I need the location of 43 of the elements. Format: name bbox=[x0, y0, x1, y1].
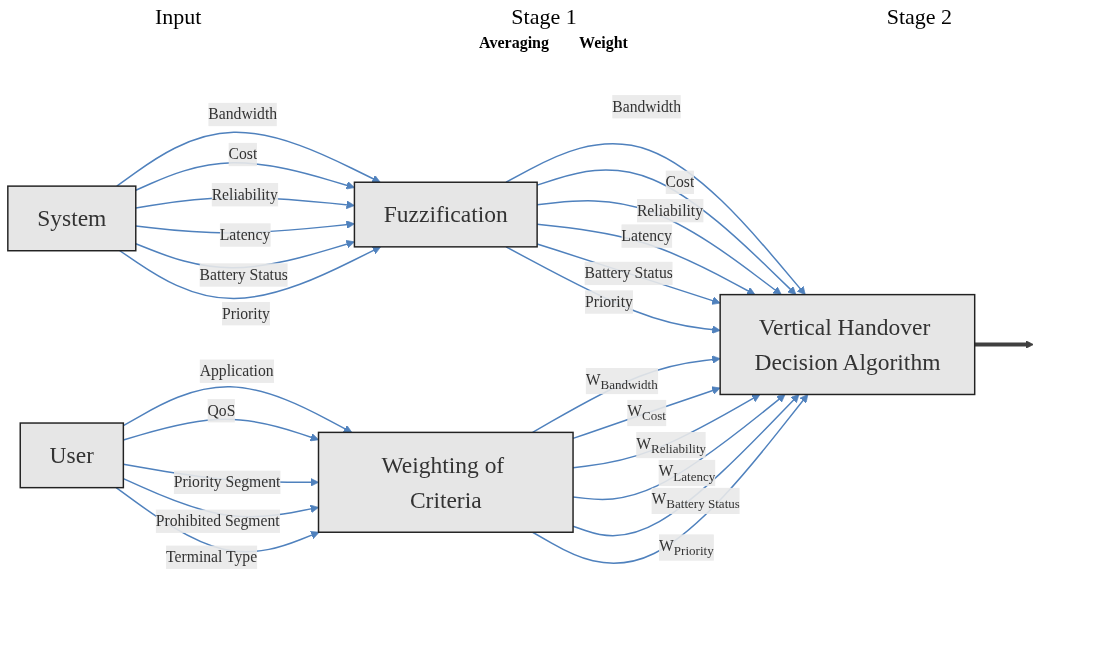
arrow bbox=[536, 243, 721, 305]
edge-label: W$_{Bandwidth}$ bbox=[585, 370, 658, 392]
edge-label: Bandwidth bbox=[208, 105, 278, 123]
edge-label: Cost bbox=[665, 173, 695, 191]
arrow bbox=[536, 169, 797, 295]
arrow bbox=[531, 394, 809, 564]
edge-label: Priority Segment bbox=[173, 473, 281, 491]
edge-label: Priority bbox=[222, 304, 270, 322]
arrow bbox=[119, 246, 382, 300]
node-box: Weighting of Criteria bbox=[317, 431, 574, 533]
stage-heading: Stage 2 bbox=[886, 4, 953, 30]
node-box: Fuzzification bbox=[353, 181, 538, 248]
edge-label: Bandwidth bbox=[612, 98, 681, 115]
arrow bbox=[531, 355, 721, 434]
arrow bbox=[974, 340, 1034, 349]
edge-label: Reliability bbox=[211, 185, 278, 203]
edge-label: W$_{Battery Status}$ bbox=[651, 490, 740, 512]
edge-label: W$_{Reliability}$ bbox=[636, 434, 707, 456]
group-note: Weight bbox=[579, 34, 628, 52]
edge-label: Cost bbox=[228, 145, 258, 163]
arrow bbox=[505, 143, 806, 295]
edge-label: W$_{Latency}$ bbox=[658, 462, 716, 484]
edge-label: Latency bbox=[219, 226, 271, 243]
edge-label: Battery Status bbox=[199, 266, 288, 283]
edge-label: Battery Status bbox=[584, 264, 673, 282]
edge-label: Prohibited Segment bbox=[155, 512, 280, 529]
edge-label: Application bbox=[199, 362, 274, 379]
edge-label: Reliability bbox=[636, 201, 704, 219]
arrow bbox=[505, 246, 721, 334]
edge-label: Terminal Type bbox=[166, 548, 258, 565]
edge-label: QoS bbox=[207, 402, 236, 419]
edge-label: Latency bbox=[621, 227, 672, 244]
node-box: User bbox=[19, 422, 125, 489]
edge-label: W$_{Cost}$ bbox=[627, 402, 666, 424]
arrow bbox=[122, 386, 353, 433]
edge-label: W$_{Priority}$ bbox=[659, 537, 714, 558]
edge-label: Priority bbox=[584, 293, 633, 310]
node-box: Vertical Handover Decision Algorithm bbox=[719, 293, 976, 396]
stage-heading: Stage 1 bbox=[511, 4, 577, 30]
stage-heading: Input bbox=[154, 4, 202, 30]
arrow bbox=[116, 131, 381, 187]
group-note: Averaging bbox=[479, 34, 549, 52]
node-box: System bbox=[7, 185, 137, 252]
